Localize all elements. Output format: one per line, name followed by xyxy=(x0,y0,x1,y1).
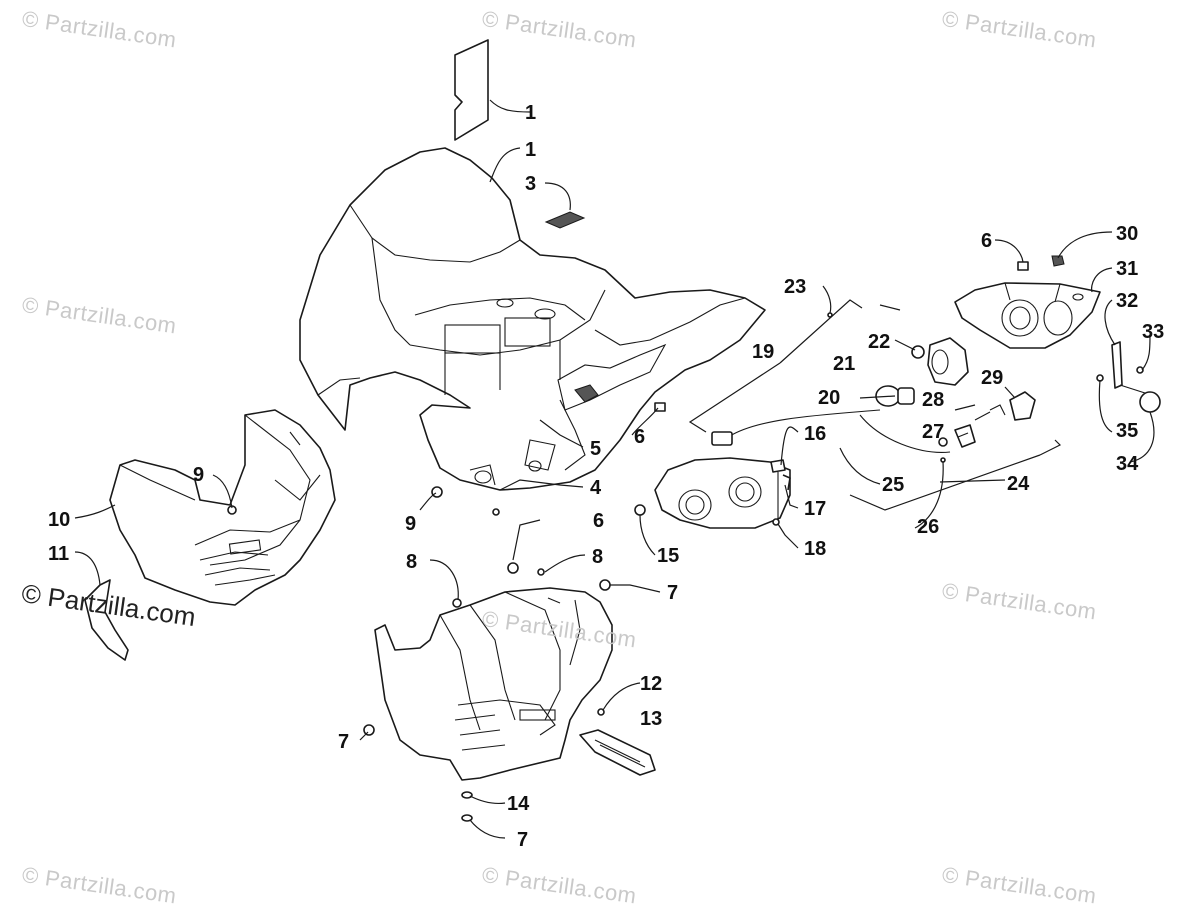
part-31-rear-housing xyxy=(954,282,1101,349)
callout-12: 12 xyxy=(640,673,662,695)
callout-1: 1 xyxy=(525,139,536,161)
part-32-bracket xyxy=(1096,341,1161,413)
callout-17: 17 xyxy=(804,498,826,520)
leader-lines xyxy=(74,99,1155,839)
callout-9b: 9 xyxy=(405,513,416,535)
callout-32: 32 xyxy=(1116,290,1138,312)
callout-30: 30 xyxy=(1116,223,1138,245)
tail-light-lens xyxy=(634,457,791,529)
lower-footwell xyxy=(374,587,613,781)
callout-9a: 9 xyxy=(193,464,204,486)
callout-8b: 8 xyxy=(592,546,603,568)
callout-16: 16 xyxy=(804,423,826,445)
fasteners xyxy=(227,255,1065,822)
callout-7a: 7 xyxy=(667,582,678,604)
callout-33: 33 xyxy=(1142,321,1164,343)
callout-6b: 6 xyxy=(593,510,604,532)
callout-20: 20 xyxy=(818,387,840,409)
callout-31: 31 xyxy=(1116,258,1138,280)
callout-34: 34 xyxy=(1116,453,1139,475)
callout-11: 11 xyxy=(48,543,69,565)
callout-23: 23 xyxy=(784,276,806,298)
part-29-socket xyxy=(938,391,1036,448)
callout-4: 4 xyxy=(590,477,602,499)
callout-6c: 6 xyxy=(981,230,992,252)
callout-35: 35 xyxy=(1116,420,1138,442)
callout-14: 14 xyxy=(507,793,530,815)
callout-10: 10 xyxy=(48,509,70,531)
callout-21: 21 xyxy=(833,353,855,375)
callout-7b: 7 xyxy=(338,731,349,753)
callout-15: 15 xyxy=(657,545,679,567)
callout-25: 25 xyxy=(882,474,904,496)
part-13-step-plate xyxy=(579,729,656,776)
part-20-connector xyxy=(711,431,733,446)
callout-8a: 8 xyxy=(406,551,417,573)
callout-28: 28 xyxy=(922,389,944,411)
part-3-decal xyxy=(544,211,586,229)
callout-labels: 1 1 3 5 4 6 6 6 9 9 10 11 8 8 7 7 7 12 1… xyxy=(48,102,1164,851)
callout-27: 27 xyxy=(922,421,944,443)
callout-19: 19 xyxy=(752,341,774,363)
part-1-rear-fender xyxy=(299,147,766,491)
callout-29: 29 xyxy=(981,367,1003,389)
part-22-socket xyxy=(911,337,969,386)
callout-22: 22 xyxy=(868,331,890,353)
callout-7c: 7 xyxy=(517,829,528,851)
callout-2: 1 xyxy=(525,102,536,124)
part-10-left-footwell xyxy=(109,409,336,606)
callout-24: 24 xyxy=(1007,473,1030,495)
part-25-wire xyxy=(729,409,951,453)
callout-3: 3 xyxy=(525,173,536,195)
part-2-decal-plate xyxy=(454,39,489,141)
callout-13: 13 xyxy=(640,708,662,730)
callout-26: 26 xyxy=(917,516,939,538)
part-11-mud-flap xyxy=(84,579,129,661)
assembly-brackets xyxy=(688,299,1062,511)
callout-5: 5 xyxy=(590,438,601,460)
callout-18: 18 xyxy=(804,538,826,560)
callout-6a: 6 xyxy=(634,426,645,448)
